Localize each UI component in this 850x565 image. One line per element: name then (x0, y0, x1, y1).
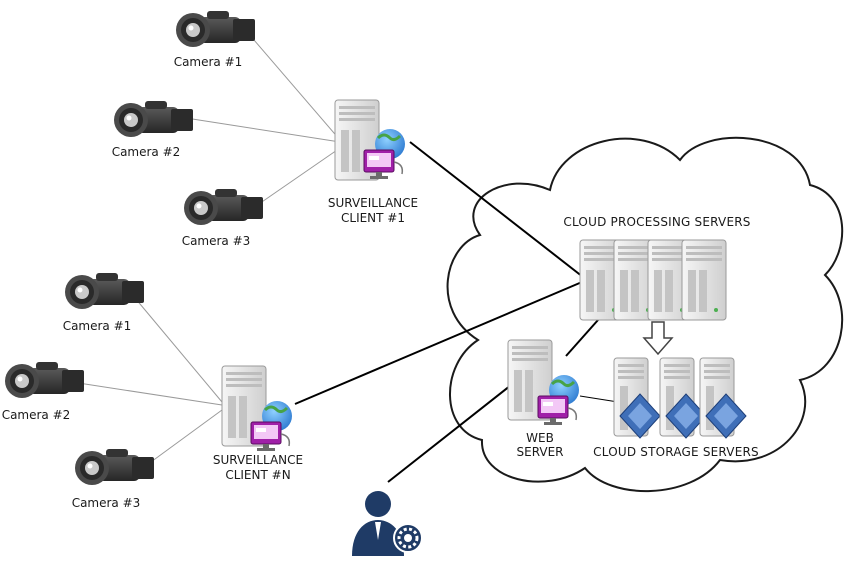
down-arrow-icon (642, 321, 674, 356)
client-subtitle: CLIENT #N (225, 468, 291, 482)
camera-icon (176, 11, 255, 47)
client-subtitle: CLIENT #1 (341, 211, 405, 225)
processing-servers-label: CLOUD PROCESSING SERVERS (563, 215, 751, 229)
processing-server-rack (579, 239, 727, 321)
web-server-label: SERVER (516, 445, 564, 459)
camera-label: Camera #2 (1, 408, 71, 422)
network-links (294, 141, 599, 483)
camera-label: Camera #2 (111, 145, 181, 159)
admin-user-gear-icon (352, 491, 423, 556)
camera-icon (65, 273, 144, 309)
camera-icon (75, 449, 154, 485)
camera-links (71, 25, 341, 471)
camera-icon (114, 101, 193, 137)
camera-icon (184, 189, 263, 225)
camera-label: Camera #3 (71, 496, 141, 510)
server-tower-icon (681, 239, 727, 321)
camera-label: Camera #1 (173, 55, 243, 69)
client-title: SURVEILLANCE (327, 196, 419, 210)
storage-servers-label: CLOUD STORAGE SERVERS (593, 445, 759, 459)
web-server-label: WEB (526, 431, 554, 445)
storage-server-array (613, 357, 747, 439)
client-title: SURVEILLANCE (212, 453, 304, 467)
webserver-storage-link (579, 395, 619, 403)
camera-icon (5, 362, 84, 398)
camera-label: Camera #3 (181, 234, 251, 248)
camera-label: Camera #1 (62, 319, 132, 333)
